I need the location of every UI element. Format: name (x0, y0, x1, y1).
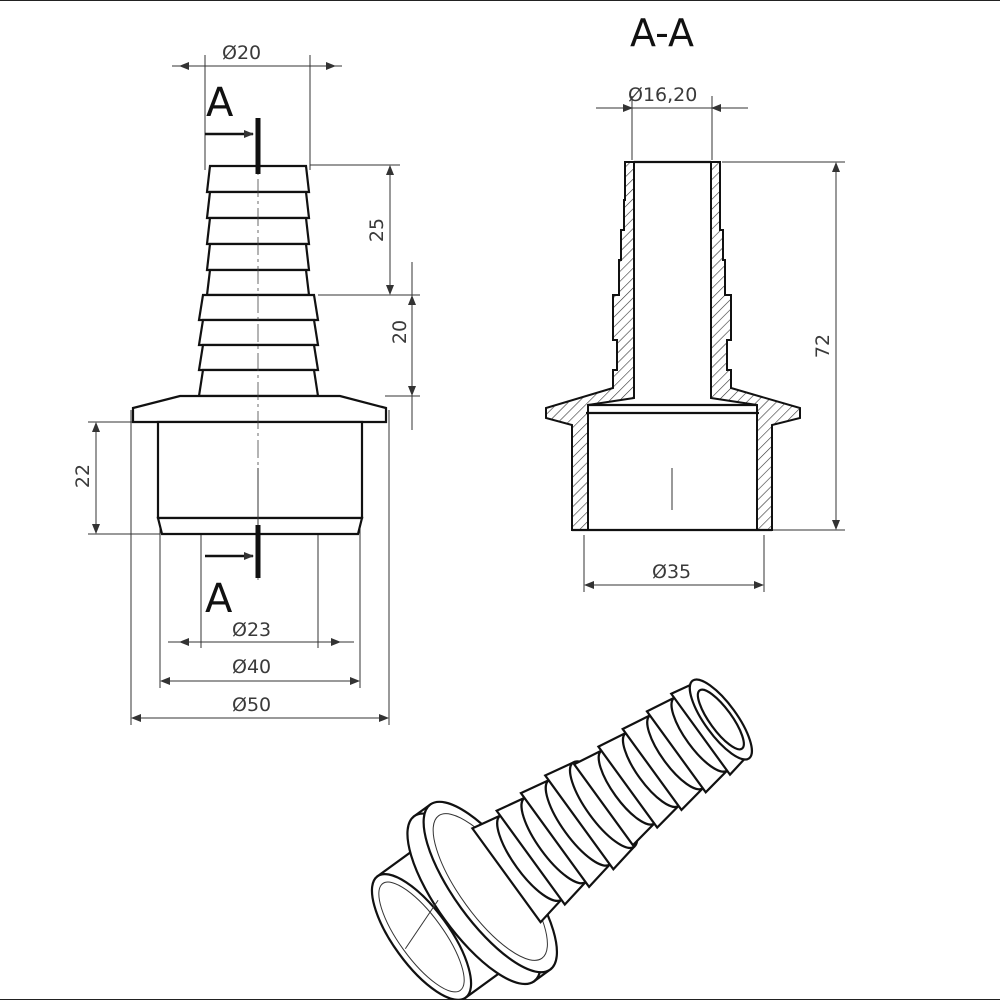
dim-socket-diameter: Ø40 (232, 656, 271, 678)
front-view: A A Ø20 25 20 22 Ø23 Ø40 Ø50 (72, 42, 420, 725)
dim-tip-diameter: Ø20 (222, 42, 261, 64)
dim-bore-diameter: Ø16,20 (628, 84, 697, 106)
section-view: A-A Ø16,20 72 Ø35 (545, 11, 845, 592)
section-letter-bottom: A (205, 576, 233, 622)
dim-collar-height: 22 (72, 464, 94, 488)
dim-upper-length: 25 (366, 218, 388, 242)
dim-lower-length: 20 (389, 320, 411, 344)
isometric-view (370, 678, 753, 1000)
flange (131, 394, 388, 424)
dim-inner-stem-diameter: Ø23 (232, 619, 271, 641)
iso-barbs (470, 678, 753, 924)
section-marker-top: A (205, 80, 261, 174)
section-title: A-A (630, 11, 694, 55)
dim-flange-diameter: Ø50 (232, 694, 271, 716)
dim-socket-bore-diameter: Ø35 (652, 561, 691, 583)
barb-lower (197, 293, 320, 398)
socket (156, 420, 364, 520)
section-letter-top: A (206, 80, 234, 126)
dim-total-length: 72 (812, 334, 834, 358)
section-wall-left (545, 161, 635, 531)
section-marker-bottom: A (205, 525, 261, 622)
section-wall-right (710, 161, 801, 531)
